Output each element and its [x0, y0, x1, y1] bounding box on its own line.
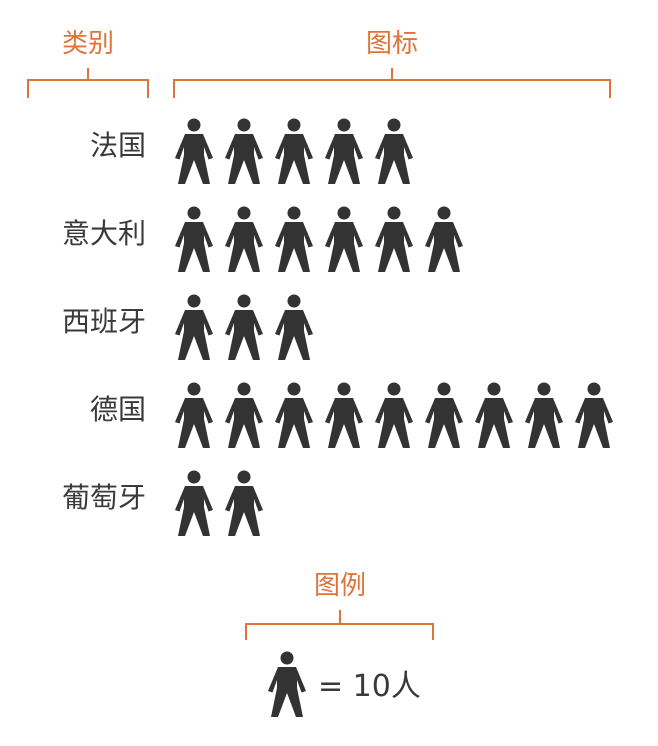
category-label: 法国: [90, 129, 146, 162]
person-icon: [175, 470, 213, 536]
person-icon: [375, 118, 413, 184]
person-icon: [175, 118, 213, 184]
category-label: 意大利: [62, 217, 146, 250]
person-icon: [575, 382, 613, 448]
chart-row: 西班牙: [62, 294, 313, 360]
category-label: 葡萄牙: [62, 481, 146, 514]
person-icon: [325, 118, 363, 184]
person-icon: [275, 206, 313, 272]
person-icon: [425, 382, 463, 448]
person-icon: [175, 206, 213, 272]
icon-bracket: [173, 68, 611, 98]
chart-row: 意大利: [62, 206, 463, 272]
category-bracket: [27, 68, 149, 98]
person-icon: [225, 382, 263, 448]
legend-person-icon: [268, 651, 306, 717]
person-icon: [375, 382, 413, 448]
person-icon: [275, 118, 313, 184]
person-icon: [225, 206, 263, 272]
category-label: 德国: [90, 393, 146, 426]
person-icon: [275, 294, 313, 360]
legend-title: 图例: [314, 571, 366, 601]
legend-equals-text: = 10人: [318, 669, 421, 704]
legend-bracket: [245, 610, 434, 640]
person-icon: [375, 206, 413, 272]
category-header: 类别: [62, 29, 114, 59]
person-icon: [175, 294, 213, 360]
person-icon: [225, 294, 263, 360]
chart-row: 法国: [90, 118, 413, 184]
chart-row: 德国: [90, 382, 613, 448]
person-icon: [225, 470, 263, 536]
person-icon: [475, 382, 513, 448]
person-icon: [325, 206, 363, 272]
person-icon: [525, 382, 563, 448]
icon-header: 图标: [366, 29, 418, 59]
person-icon: [425, 206, 463, 272]
person-icon: [225, 118, 263, 184]
person-icon: [275, 382, 313, 448]
chart-row: 葡萄牙: [62, 470, 263, 536]
category-label: 西班牙: [62, 305, 146, 338]
person-icon: [325, 382, 363, 448]
person-icon: [175, 382, 213, 448]
